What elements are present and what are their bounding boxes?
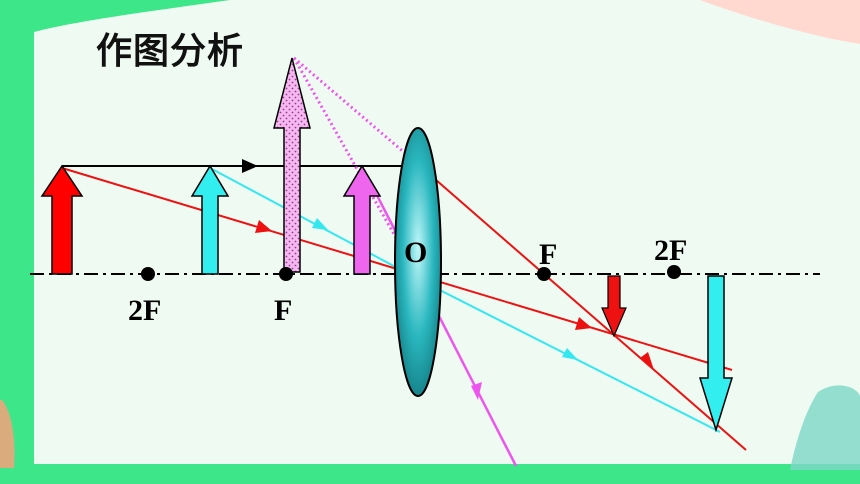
ray-red-arrowhead-2 — [575, 317, 592, 330]
point-f-right — [537, 267, 551, 281]
image-arrow-red — [601, 275, 627, 338]
object-arrow-magenta — [342, 164, 382, 275]
ray-red-refracted — [419, 165, 747, 451]
corner-shape-right — [700, 0, 860, 44]
ray-magenta-arrowhead — [471, 382, 482, 400]
convex-lens — [394, 127, 442, 397]
ray-cyan-arrowhead-2 — [562, 348, 578, 360]
point-2f-left — [141, 267, 155, 281]
label-2f-right: 2F — [654, 234, 688, 267]
object-arrow-cyan — [190, 164, 230, 275]
corner-shape-left — [0, 0, 230, 40]
label-f-right: F — [539, 238, 558, 271]
label-2f-left: 2F — [128, 294, 162, 327]
ray-cyan-arrowhead-1 — [312, 218, 328, 230]
plant-decoration-right — [790, 385, 860, 470]
ray-red-arrowhead-1 — [255, 220, 272, 233]
object-arrow-red — [40, 164, 84, 275]
ray-red-arrowhead-3 — [640, 352, 654, 370]
ray-black-arrowhead — [242, 159, 258, 173]
page-title: 作图分析 — [96, 31, 245, 72]
label-optical-center: O — [404, 236, 428, 269]
point-f-left — [279, 267, 293, 281]
image-arrow-cyan — [698, 275, 734, 433]
plant-decoration-left — [0, 400, 15, 468]
ray-magenta-refracted — [362, 169, 518, 467]
label-f-left: F — [274, 294, 293, 327]
point-2f-right — [667, 265, 681, 279]
